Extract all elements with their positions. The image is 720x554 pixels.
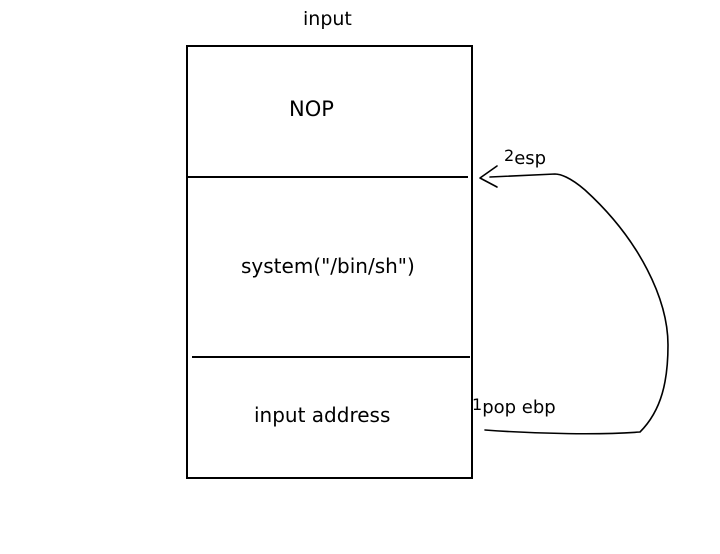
- esp-annotation: 2esp: [504, 148, 547, 169]
- pop-ebp-annotation-text: pop ebp: [482, 397, 556, 418]
- esp-step-number: 2: [504, 146, 515, 165]
- input-address-block-label: input address: [254, 403, 391, 427]
- pop-ebp-step-number: 1: [472, 395, 483, 414]
- jump-arrow-curve: [484, 173, 669, 435]
- arrow-head: [479, 165, 498, 188]
- stack-box: [186, 45, 473, 479]
- esp-annotation-text: esp: [514, 148, 547, 169]
- system-block-label: system("/bin/sh"): [241, 254, 415, 278]
- diagram-title: input: [303, 8, 352, 30]
- pop-ebp-annotation: 1pop ebp: [472, 397, 556, 418]
- nop-block-label: NOP: [289, 97, 334, 121]
